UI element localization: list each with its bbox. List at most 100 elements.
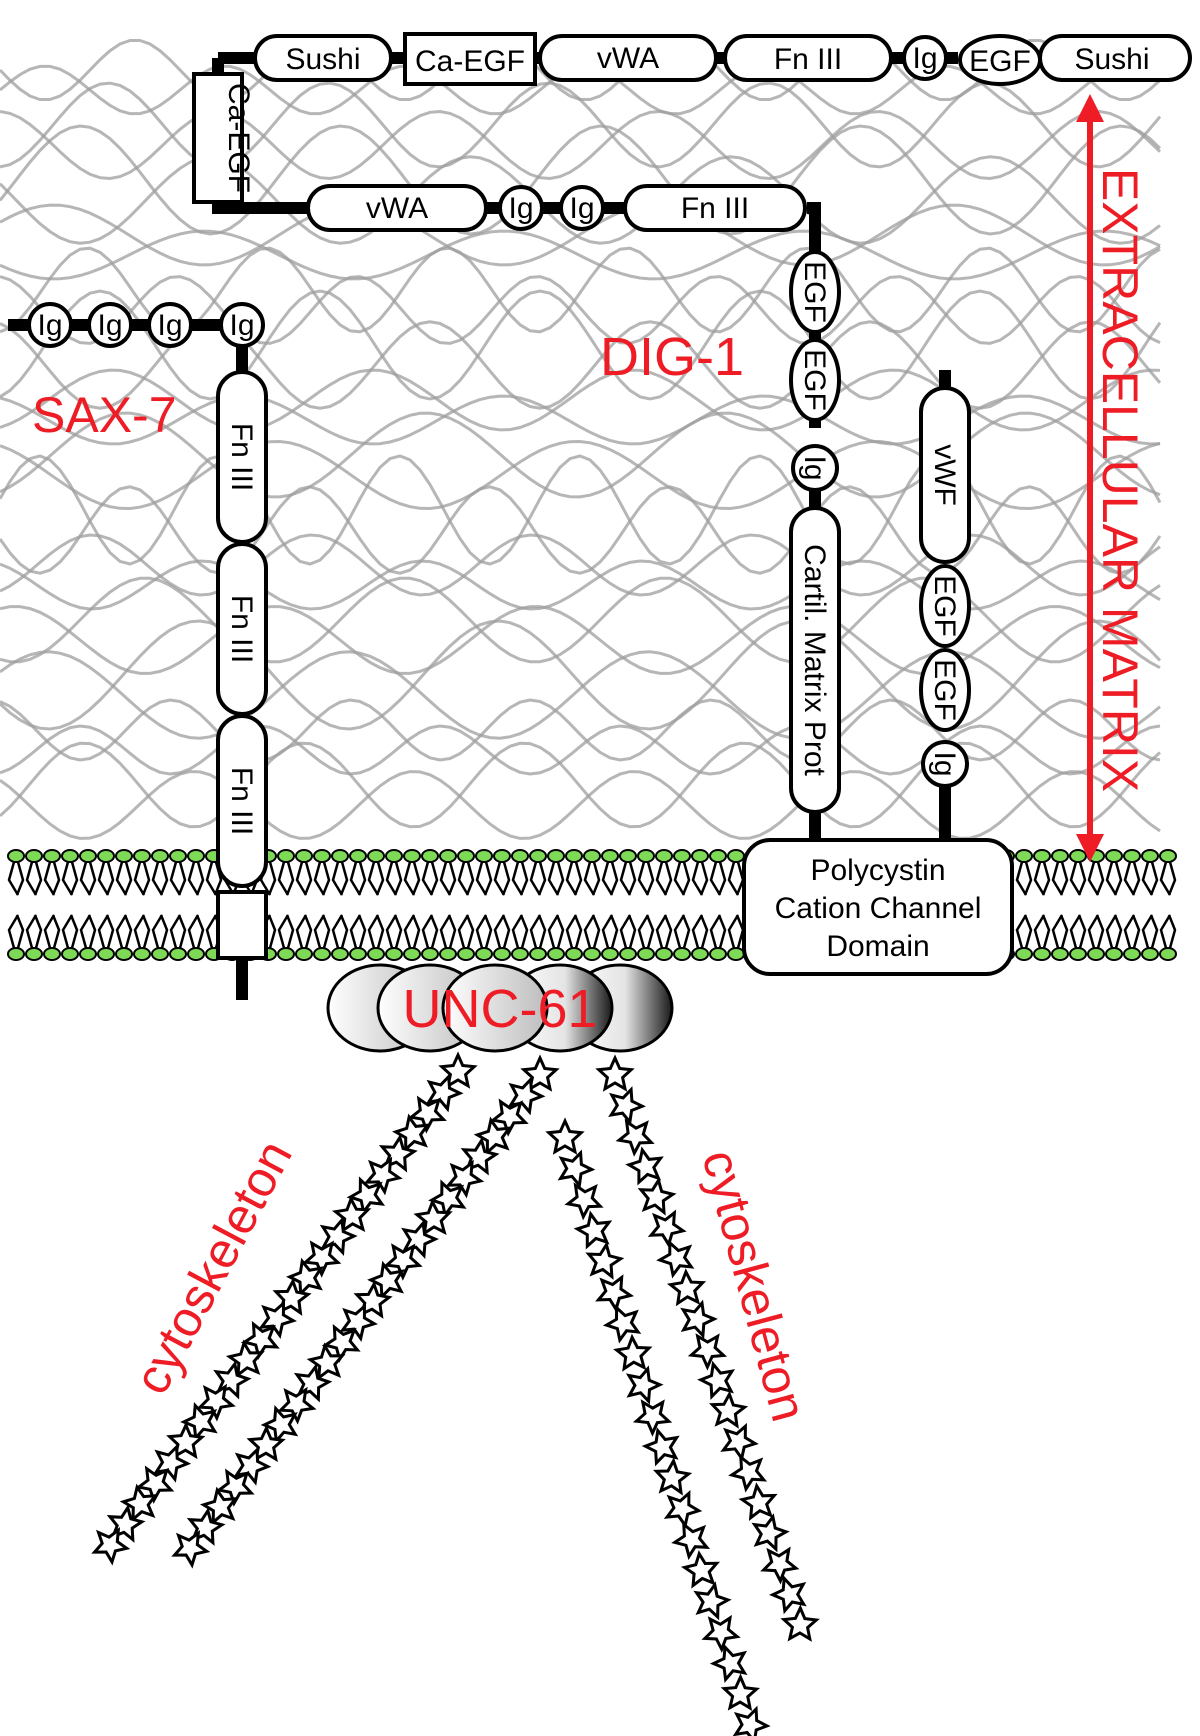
lipid-pair xyxy=(61,849,79,961)
matrix-fiber xyxy=(0,229,1161,281)
lipid-pair xyxy=(1123,849,1141,961)
sax7-label: SAX-7 xyxy=(32,387,177,443)
actin-star-subunit xyxy=(306,1342,346,1382)
lipid-pair xyxy=(583,849,601,961)
matrix-fiber xyxy=(0,124,1162,236)
lipid-pair xyxy=(187,849,205,961)
actin-star-subunit xyxy=(225,1339,265,1379)
actin-star-subunit xyxy=(602,1304,642,1344)
svg-text:Ig: Ig xyxy=(912,42,937,75)
lipid-pair xyxy=(115,849,133,961)
lipid-pair xyxy=(601,849,619,961)
actin-star-subunit xyxy=(545,1117,585,1155)
actin-star-subunit xyxy=(687,1333,728,1371)
sax7-domain-fn-iii: Fn III xyxy=(216,370,268,544)
dig1-domain-ca-egf-vertical: Ca-EGF xyxy=(192,72,255,204)
lipid-pair xyxy=(1033,849,1051,961)
actin-star-subunit xyxy=(632,1399,673,1437)
actin-star-subunit xyxy=(302,1240,342,1278)
lipid-pair xyxy=(43,849,61,961)
dig1-protein: Sushi Ca-EGF vWA Fn III Ig EGF Sushi xyxy=(192,32,1192,840)
lipid-pair xyxy=(133,849,151,961)
svg-text:Fn III: Fn III xyxy=(225,767,258,835)
matrix-fiber xyxy=(0,770,1161,840)
lipid-pair xyxy=(277,849,295,961)
svg-text:Ig: Ig xyxy=(508,192,533,225)
sax7-transmembrane-segment xyxy=(216,890,268,960)
actin-star-subunit xyxy=(608,1086,646,1126)
svg-text:Ca-EGF: Ca-EGF xyxy=(222,83,255,193)
svg-text:vWF: vWF xyxy=(928,444,961,506)
actin-star-subunit xyxy=(413,1198,453,1237)
lipid-pair xyxy=(1069,849,1087,961)
matrix-fiber xyxy=(0,275,1161,345)
dig1-domain-ig: Ig xyxy=(902,35,948,81)
polycystin-cation-channel-domain: Polycystin Cation Channel Domain xyxy=(742,838,1014,976)
svg-text:EGF: EGF xyxy=(798,261,831,323)
actin-star-subunit xyxy=(332,1195,372,1234)
actin-star-subunit xyxy=(751,1513,790,1553)
actin-star-subunit xyxy=(709,1643,748,1684)
unc61-complex xyxy=(326,963,674,1053)
sax7-domain-fn-iii: Fn III xyxy=(216,714,268,888)
actin-star-subunit xyxy=(407,1095,447,1134)
cytoskeleton-label-left: cytoskeleton xyxy=(123,1131,303,1403)
actin-star-subunit xyxy=(199,1486,239,1526)
lipid-pair xyxy=(457,849,475,961)
dig1-backbone xyxy=(212,52,821,840)
channel-domain-vwf: vWF xyxy=(919,386,971,564)
dig1-domain-egf: EGF xyxy=(958,34,1042,86)
lipid-pair xyxy=(637,849,655,961)
sax7-domain-ig: Ig xyxy=(27,302,73,348)
lipid-pair xyxy=(331,849,349,961)
actin-star-subunit xyxy=(625,1365,664,1405)
actin-star-subunit xyxy=(720,1422,759,1462)
actin-star-subunit xyxy=(258,1299,297,1339)
extracellular-matrix-label: EXTRACELLULAR MATRIX xyxy=(1092,168,1148,792)
actin-star-subunit xyxy=(637,1176,677,1216)
sax7-domain-ig: Ig xyxy=(219,302,265,348)
actin-star-subunit xyxy=(595,1274,635,1313)
lipid-pair xyxy=(1051,849,1069,961)
svg-text:Polycystin: Polycystin xyxy=(810,854,945,887)
matrix-fiber xyxy=(0,203,1161,267)
lipid-pair xyxy=(1159,849,1177,961)
actin-star-subunit xyxy=(215,1468,255,1507)
actin-star-subunit xyxy=(557,1149,596,1189)
lipid-pair xyxy=(79,849,97,961)
lipid-pair xyxy=(367,849,385,961)
svg-text:Sushi: Sushi xyxy=(285,43,360,76)
svg-text:Cartil. Matrix Prot: Cartil. Matrix Prot xyxy=(798,544,831,776)
actin-star-subunit xyxy=(383,1243,423,1281)
actin-star-subunit xyxy=(473,1116,513,1156)
dig1-label: DIG-1 xyxy=(600,327,744,387)
actin-star-subunit xyxy=(671,1521,711,1561)
lipid-pair xyxy=(529,849,547,961)
actin-star-subunit xyxy=(769,1574,807,1615)
matrix-fiber xyxy=(0,289,1162,401)
cytoskeleton-filaments xyxy=(91,1051,820,1736)
lipid-pair xyxy=(25,849,43,961)
svg-text:Cation Channel: Cation Channel xyxy=(775,892,982,925)
lipid-pair xyxy=(349,849,367,961)
svg-text:Ig: Ig xyxy=(157,309,182,342)
matrix-fiber xyxy=(0,454,1162,566)
actin-star-subunit xyxy=(135,1465,175,1504)
actin-star-subunit xyxy=(260,1405,299,1445)
actin-star-subunit xyxy=(663,1489,703,1530)
svg-text:Fn III: Fn III xyxy=(681,192,749,225)
actin-star-subunit xyxy=(780,1604,820,1642)
actin-star-subunit xyxy=(363,1156,403,1196)
lipid-pair xyxy=(97,849,115,961)
lipid-pair xyxy=(727,849,745,961)
actin-star-subunit xyxy=(180,1402,218,1442)
dig1-domain-sushi: Sushi xyxy=(253,34,393,82)
lipid-pair xyxy=(565,849,583,961)
actin-star-subunit xyxy=(760,1546,800,1585)
actin-star-subunit xyxy=(171,1529,211,1569)
channel-domain-ig: Ig xyxy=(921,740,969,788)
lipid-pair xyxy=(673,849,691,961)
actin-star-subunit xyxy=(720,1673,761,1712)
actin-star-subunit xyxy=(392,1113,431,1153)
